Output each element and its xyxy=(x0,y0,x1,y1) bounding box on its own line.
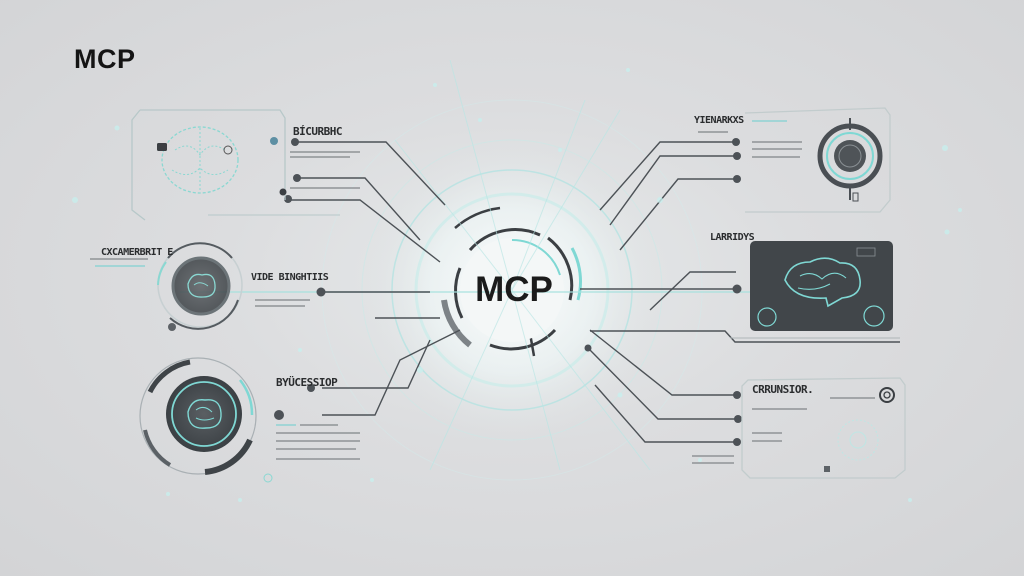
text-line xyxy=(95,265,145,267)
panel-bottom-left xyxy=(139,357,273,483)
text-line xyxy=(276,458,360,460)
text-line xyxy=(290,187,360,189)
brain-in-dial-icon xyxy=(166,376,242,452)
text-line xyxy=(300,424,338,426)
text-line xyxy=(752,408,807,410)
text-line xyxy=(276,448,356,450)
radial-streaks xyxy=(394,59,651,471)
brain-in-ring-icon xyxy=(171,256,231,316)
brain-circuit-icon xyxy=(161,126,239,194)
text-line xyxy=(752,120,787,122)
label-mid-left-left: CXCAMERBRIT E xyxy=(101,247,173,258)
text-line xyxy=(90,258,148,260)
text-line xyxy=(830,397,875,399)
hub-label: MCP xyxy=(475,270,553,309)
text-line xyxy=(752,148,802,150)
text-line xyxy=(752,440,782,442)
text-line xyxy=(276,440,360,442)
text-line xyxy=(276,432,360,434)
target-dial-icon xyxy=(817,123,883,189)
text-line xyxy=(692,455,734,457)
panel-top-left xyxy=(131,109,340,221)
text-line xyxy=(290,156,350,158)
connectors-left xyxy=(290,141,461,416)
target-badge-icon xyxy=(879,387,895,403)
panel-top-right xyxy=(744,107,891,213)
page-title: MCP xyxy=(74,44,136,74)
brain-monitor-icon xyxy=(750,241,893,331)
label-mid-left-right: VIDE BINGHTIIS xyxy=(251,272,329,283)
label-top-left: BÍCURBHC xyxy=(293,125,342,138)
label-top-right: YIENARKXS xyxy=(694,115,744,126)
label-bottom-left: BYÜCESSIOP xyxy=(276,376,338,389)
text-line xyxy=(752,141,802,143)
text-line xyxy=(255,299,310,301)
connector-nodes-right xyxy=(584,138,742,446)
text-line xyxy=(290,151,360,153)
panel-mid-right xyxy=(730,241,900,339)
panel-bottom-right xyxy=(741,377,906,479)
particles xyxy=(72,68,962,502)
connectors-right xyxy=(580,141,900,443)
panel-mid-left xyxy=(157,242,243,331)
label-mid-right: LARRIDYS xyxy=(710,232,755,243)
text-line xyxy=(276,424,296,426)
text-line xyxy=(255,305,305,307)
label-bottom-right: CRRUNSIOR. xyxy=(752,383,814,396)
text-line xyxy=(692,462,734,464)
text-line xyxy=(752,432,782,434)
text-line xyxy=(698,131,728,133)
connector-nodes-left xyxy=(274,138,326,420)
text-line xyxy=(752,156,800,158)
